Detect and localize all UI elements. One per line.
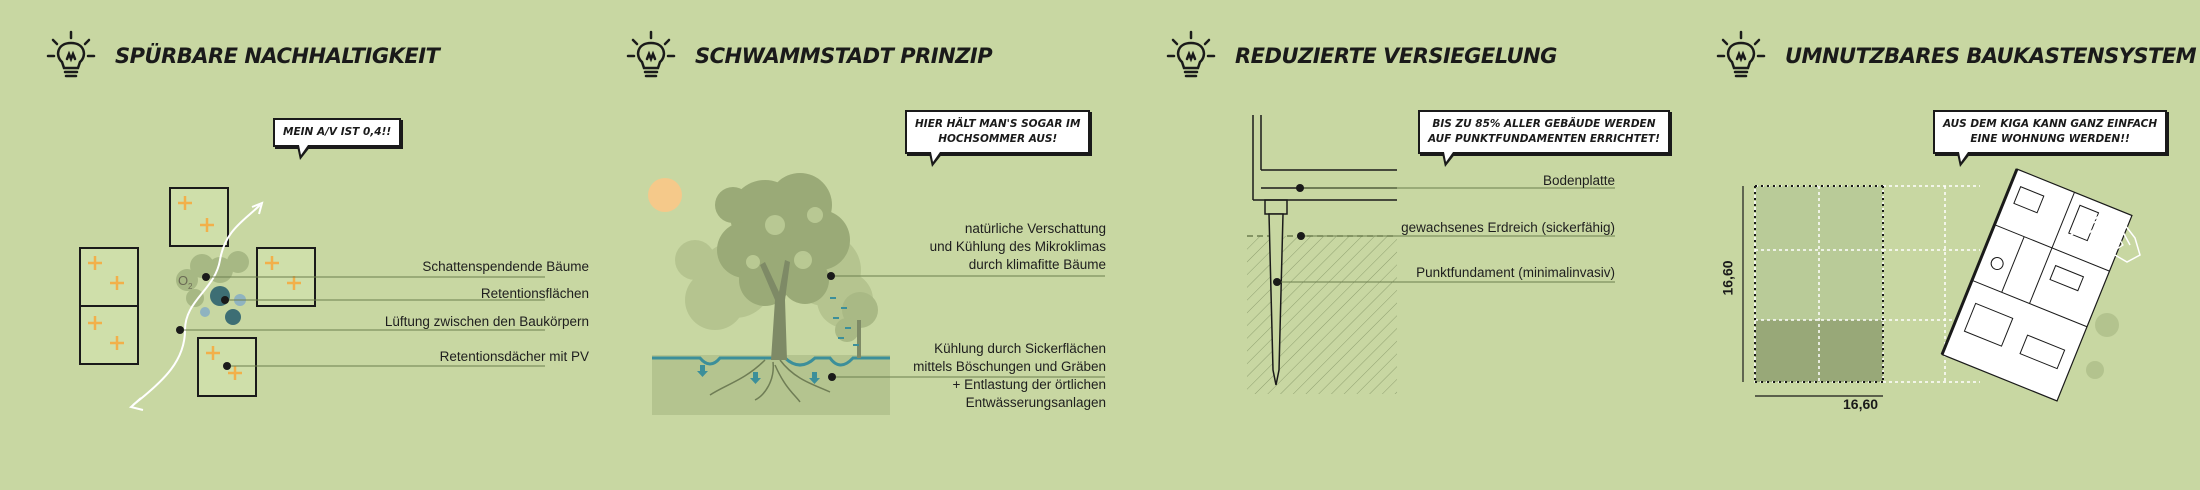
speech-bubble: BIS ZU 85% ALLER GEBÄUDE WERDEN AUF PUNK… <box>1418 110 1670 167</box>
lightbulb-icon <box>1716 30 1766 78</box>
label-natural-soil: gewachsenes Erdreich (sickerfähig) <box>1401 219 1615 237</box>
label-line: und Kühlung des Mikroklimas <box>929 239 1106 254</box>
bubble-text: MEIN A/V IST 0,4!! <box>283 126 392 138</box>
modular-grid-diagram <box>1742 168 2141 402</box>
label-line: mittels Böschungen und Gräben <box>913 359 1106 374</box>
speech-bubble: AUS DEM KIGA KANN GANZ EINFACH EINE WOHN… <box>1933 110 2168 167</box>
panel-sealing: REDUZIERTE VERSIEGELUNG BIS ZU 85% ALLER… <box>1165 0 1670 490</box>
water-drop-icons <box>697 365 820 384</box>
dimension-horizontal: 16,60 <box>1843 396 1878 412</box>
point-foundation <box>1268 213 1284 386</box>
lightbulb-icon <box>46 30 96 78</box>
roof-box <box>79 247 139 307</box>
lightbulb-icon <box>626 30 676 78</box>
water-line <box>652 356 890 367</box>
label-infiltration: Kühlung durch Sickerflächen mittels Bösc… <box>913 340 1106 412</box>
bubble-line: HIER HÄLT MAN'S SOGAR IM <box>915 118 1081 130</box>
label-shade-trees: Schattenspendende Bäume <box>422 258 589 276</box>
label-line: durch klimafitte Bäume <box>968 257 1106 272</box>
label-text: Punktfundament (minimalinvasiv) <box>1416 265 1615 280</box>
evaporation-dashes <box>830 297 859 346</box>
label-text: Retentionsdächer mit PV <box>439 349 589 364</box>
sun-icon <box>648 178 682 212</box>
roof-box <box>169 187 229 247</box>
bubble-line: HOCHSOMMER AUS! <box>938 133 1058 145</box>
dimension-text: 16,60 <box>1843 396 1879 412</box>
tree-roots <box>709 359 831 403</box>
bubble-line: BIS ZU 85% ALLER GEBÄUDE WERDEN <box>1432 118 1656 130</box>
label-line: natürliche Verschattung <box>964 221 1106 236</box>
bubble-line: EINE WOHNUNG WERDEN!! <box>1970 133 2130 145</box>
panel-title: SCHWAMMSTADT PRINZIP <box>695 44 993 68</box>
panel-title: SPÜRBARE NACHHALTIGKEIT <box>115 44 440 68</box>
panel-title: UMNUTZBARES BAUKASTENSYSTEM <box>1785 44 2197 68</box>
dimension-lines <box>1742 186 1883 397</box>
svg-text:2: 2 <box>188 282 193 291</box>
label-text: Lüftung zwischen den Baukörpern <box>384 314 589 329</box>
panel-header: SPÜRBARE NACHHALTIGKEIT <box>45 30 440 82</box>
hand-icon <box>2064 211 2141 263</box>
dimension-text: 16,60 <box>1719 260 1736 296</box>
lightbulb-icon <box>1166 30 1216 78</box>
roof-box <box>79 305 139 365</box>
building-section <box>1252 115 1397 201</box>
panel-header: UMNUTZBARES BAUKASTENSYSTEM <box>1715 30 2197 82</box>
tree-trunk <box>760 260 790 360</box>
label-ventilation: Lüftung zwischen den Baukörpern <box>385 313 589 331</box>
label-shading: natürliche Verschattung und Kühlung des … <box>930 220 1106 274</box>
panel-header: SCHWAMMSTADT PRINZIP <box>625 30 993 82</box>
tree-circles <box>176 251 249 325</box>
label-retention: Retentionsflächen <box>481 285 589 303</box>
label-line: Kühlung durch Sickerflächen <box>934 341 1106 356</box>
label-floor-slab: Bodenplatte <box>1543 172 1615 190</box>
pv-plus-icons <box>88 196 301 380</box>
label-point-foundation: Punktfundament (minimalinvasiv) <box>1416 264 1615 282</box>
bubble-line: AUF PUNKTFUNDAMENTEN ERRICHTET! <box>1428 133 1660 145</box>
sustainability-diagram: O 2 <box>79 187 545 411</box>
floor-plan <box>1940 168 2133 402</box>
label-line: + Entlastung der örtlichen <box>952 377 1106 392</box>
ground <box>652 355 890 415</box>
label-text: gewachsenes Erdreich (sickerfähig) <box>1401 220 1615 235</box>
module-grid <box>1755 186 1883 382</box>
label-line: Entwässerungsanlagen <box>965 395 1106 410</box>
airflow-arrow <box>132 204 261 406</box>
panel-sponge-city: SCHWAMMSTADT PRINZIP HIER HÄLT MAN'S SOG… <box>625 0 1125 490</box>
panel-sustainability: SPÜRBARE NACHHALTIGKEIT MEIN A/V IST 0,4… <box>45 0 589 490</box>
label-green-roofs: Retentionsdächer mit PV <box>440 348 589 366</box>
speech-bubble: MEIN A/V IST 0,4!! <box>273 118 402 160</box>
speech-bubble: HIER HÄLT MAN'S SOGAR IM HOCHSOMMER AUS! <box>905 110 1091 167</box>
leader-lines <box>180 276 545 367</box>
sponge-city-diagram <box>648 173 1105 415</box>
panel-header: REDUZIERTE VERSIEGELUNG <box>1165 30 1557 82</box>
label-text: Retentionsflächen <box>480 286 589 301</box>
dimension-vertical: 16,60 <box>1720 260 1736 295</box>
panel-title: REDUZIERTE VERSIEGELUNG <box>1235 44 1557 68</box>
bubble-line: AUS DEM KIGA KANN GANZ EINFACH <box>1943 118 2158 130</box>
o2-icon: O <box>178 273 188 288</box>
label-text: Schattenspendende Bäume <box>422 259 589 274</box>
foundation-diagram <box>1247 115 1615 394</box>
panel-modular-system: UMNUTZBARES BAUKASTENSYSTEM AUS DEM KIGA… <box>1715 0 2200 490</box>
label-text: Bodenplatte <box>1542 173 1615 188</box>
